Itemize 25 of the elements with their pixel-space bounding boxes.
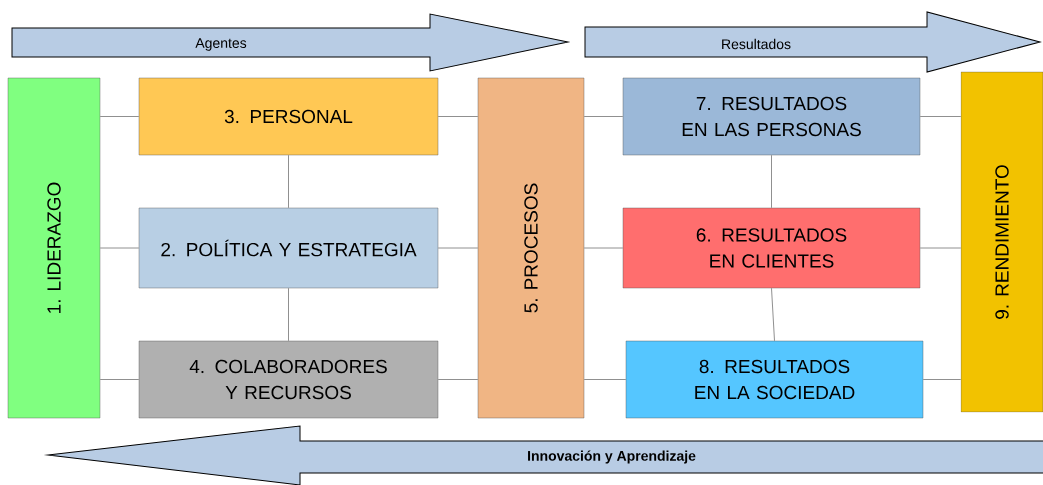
connector-line xyxy=(583,116,624,117)
criterion-bar: 9. RENDIMIENTO xyxy=(960,71,1043,413)
connector-line xyxy=(919,116,962,117)
criterion-box: 8. RESULTADOS EN LA SOCIEDAD xyxy=(625,340,924,419)
connector-line xyxy=(288,287,289,342)
connector-line xyxy=(437,379,479,380)
connector-line xyxy=(583,247,624,249)
connector-line xyxy=(771,154,772,209)
criterion-box: 2. POLÍTICA Y ESTRATEGIA xyxy=(138,207,439,289)
criterion-box: 3. PERSONAL xyxy=(138,77,439,156)
connector-line xyxy=(919,247,962,249)
criterion-bar: 5. PROCESOS xyxy=(477,77,585,419)
connector-line xyxy=(583,379,627,380)
connector-line xyxy=(771,287,775,342)
connector-line xyxy=(288,154,289,209)
criterion-box: 7. RESULTADOS EN LAS PERSONAS xyxy=(622,77,921,156)
criterion-box: 6. RESULTADOS EN CLIENTES xyxy=(622,207,921,289)
connector-line xyxy=(99,379,140,380)
connector-line xyxy=(437,116,479,117)
criterion-box: 4. COLABORADORES Y RECURSOS xyxy=(138,340,439,419)
criterion-bar: 1. LIDERAZGO xyxy=(7,77,101,419)
connector-line xyxy=(922,379,962,380)
connector-line xyxy=(99,247,140,249)
connector-line xyxy=(99,116,140,117)
connector-line xyxy=(437,247,479,249)
